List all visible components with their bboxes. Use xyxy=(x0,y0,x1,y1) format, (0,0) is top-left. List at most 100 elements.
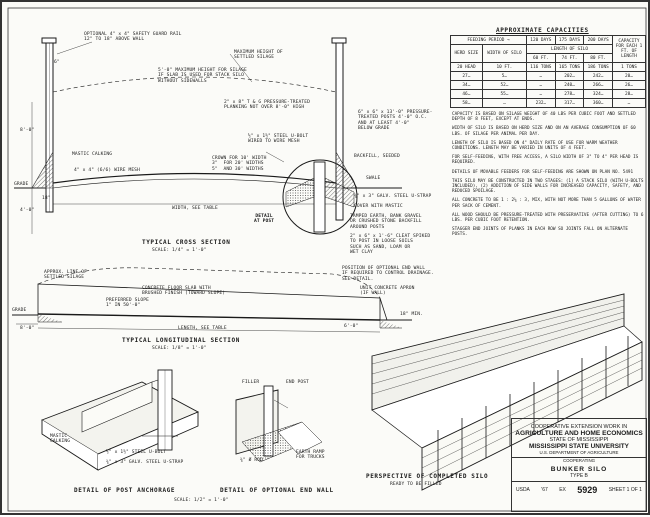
dim-long-18in: 18" MIN. xyxy=(400,312,423,317)
tb-line6: COOPERATING xyxy=(562,458,596,463)
post-anchorage-title: DETAIL OF POST ANCHORAGE xyxy=(74,487,176,494)
table-cell: … xyxy=(526,71,556,81)
table-cell: 55… xyxy=(481,89,528,99)
tb-line3: STATE OF MISSISSIPPI xyxy=(549,437,609,443)
note-item: THIS SILO MAY BE CONSTRUCTED IN TWO STAG… xyxy=(452,178,644,195)
tb-title: BUNKER SILO xyxy=(550,466,608,473)
label-grade: GRADE xyxy=(14,182,29,187)
header-herd-size: HERD SIZE xyxy=(450,44,483,63)
details-scale: SCALE: 1/2" = 1'-0" xyxy=(174,498,229,503)
label-planking: 2" x 8" T & G PRESSURE-TREATED PLANKING … xyxy=(224,100,310,111)
tb-line1: COOPERATIVE EXTENSION WORK IN xyxy=(530,424,628,430)
dim-4ft: 4'-0" xyxy=(20,208,35,213)
header-width: WIDTH OF SILO xyxy=(481,44,528,63)
label-anchor-mastic: MASTIC CALKING xyxy=(50,434,71,445)
header-74ft: 74 FT. xyxy=(554,53,585,63)
table-cell: 240… xyxy=(554,80,585,90)
table-cell: 1 TONS xyxy=(612,62,646,72)
dim-long-8ft: 8'-0" xyxy=(20,326,35,331)
note-item: CAPACITY IS BASED ON SILAGE WEIGHT OF 40… xyxy=(452,112,636,123)
title-block: COOPERATIVE EXTENSION WORK IN AGRICULTUR… xyxy=(511,418,647,512)
perspective-title: PERSPECTIVE OF COMPLETED SILO xyxy=(366,473,489,480)
label-max-height-slab: 5'-0" MAXIMUM HEIGHT FOR SILAGE IF SLAB … xyxy=(158,68,247,84)
table-cell: 186 TONS xyxy=(583,62,613,72)
tb-line5: U.S. DEPARTMENT OF AGRICULTURE xyxy=(512,450,646,458)
label-u-bolt: ½" x 1½" STEEL U-BOLT WIRED TO WIRE MESH xyxy=(248,134,309,145)
table-cell: 26… xyxy=(612,80,646,90)
table-header-row: HERD SIZE WIDTH OF SILO LENGTH OF SILO xyxy=(450,44,646,63)
table-cell: 165 TONS xyxy=(554,62,585,72)
header-days-3: 200 DAYS xyxy=(583,35,613,45)
perspective-drawing xyxy=(371,293,643,491)
label-anchor-u-strap: ¾" x 3" GALV. STEEL U-STRAP xyxy=(106,460,184,465)
label-anchor-u-bolt: ½" x 1½" STEEL U-BOLT xyxy=(106,450,167,455)
table-cell: 46… xyxy=(450,89,483,99)
label-swale: SWALE xyxy=(366,176,381,181)
table-cell: … xyxy=(526,80,556,90)
tb-plan-number: 5929 xyxy=(577,485,598,495)
label-mastic: MASTIC CALKING xyxy=(72,152,113,157)
label-filler: FILLER xyxy=(242,380,260,385)
table-cell: 10 FT. xyxy=(481,62,528,72)
tb-line4: MISSISSIPPI STATE UNIVERSITY xyxy=(529,443,629,450)
table-cell: 360… xyxy=(583,98,613,108)
label-approx-line: APPROX. LINE OF SETTLED SILAGE xyxy=(44,270,87,281)
tb-ex: EX xyxy=(559,487,566,493)
longitudinal-scale: SCALE: 1/8" = 1'-0" xyxy=(152,346,207,351)
table-cell: 116 TONS xyxy=(526,62,556,72)
tb-usda: USDA xyxy=(516,487,530,493)
label-slope: PREFERRED SLOPE 1" IN 50'-0" xyxy=(106,298,149,309)
note-item: DETAILS OF MOVABLE FEEDERS FOR SELF-FEED… xyxy=(452,169,634,175)
end-wall-drawing xyxy=(235,385,323,463)
table-cell: 28… xyxy=(612,89,646,99)
detail-at-post-label: DETAIL AT POST xyxy=(254,214,275,225)
tb-line2: AGRICULTURE AND HOME ECONOMICS xyxy=(515,430,643,437)
label-width: WIDTH, SEE TABLE xyxy=(172,206,218,211)
table-cell: … xyxy=(612,98,646,108)
header-days-1: 120 DAYS xyxy=(526,35,556,45)
table-cell: 278… xyxy=(554,89,585,99)
label-apron: UNIT CONCRETE APRON (IF WALL) xyxy=(360,286,415,297)
table-row: 58……232…317…360…… xyxy=(450,98,646,108)
table-header-row: FEEDING PERIOD → 120 DAYS 175 DAYS 200 D… xyxy=(449,35,646,63)
note-item: STAGGER END JOINTS OF PLANKS IN EACH ROW… xyxy=(452,227,628,238)
label-cleat: 2" x 6" x 1'-6" CLEAT SPIKED TO POST IN … xyxy=(350,234,431,256)
label-length: LENGTH, SEE TABLE xyxy=(178,326,227,331)
table-row: 27…5……202…242…20… xyxy=(450,71,646,81)
cross-section-title: TYPICAL CROSS SECTION xyxy=(142,239,231,246)
perspective-subtitle: READY TO BE FILLED xyxy=(390,482,442,487)
header-capacity: CAPACITY FOR EACH 1 FT. OF LENGTH xyxy=(612,35,646,63)
label-tamped: TAMPED EARTH, BANK GRAVEL OR CRUSHED STO… xyxy=(350,214,422,230)
table-cell: 266… xyxy=(583,80,613,90)
header-feeding-period: FEEDING PERIOD → xyxy=(449,35,528,45)
post-anchorage-drawing xyxy=(40,369,200,471)
tb-type: TYPE B xyxy=(512,473,646,482)
label-floor-slab: CONCRETE FLOOR SLAB WITH BRUSHED FINISH … xyxy=(142,286,226,297)
detail-at-post-drawing xyxy=(282,159,358,235)
table-cell: 27… xyxy=(450,71,483,81)
label-posts: 6" x 6" x 13'-0" PRESSURE- TREATED POSTS… xyxy=(358,110,433,132)
label-cover: COVER WITH MASTIC xyxy=(354,204,403,209)
table-cell: 34… xyxy=(450,80,483,90)
label-max-height: MAXIMUM HEIGHT OF SETTLED SILAGE xyxy=(234,50,283,61)
dim-long-6ft: 6'-0" xyxy=(344,324,359,329)
dim-6in: 6" xyxy=(54,60,60,65)
table-cell: … xyxy=(481,98,528,108)
label-guard-rail: OPTIONAL 4" x 4" SAFETY GUARD RAIL 12" T… xyxy=(84,32,182,43)
table-cell: 52… xyxy=(481,80,528,90)
tb-year: '67 xyxy=(541,487,548,493)
label-galv-strap: ¾" x 3" GALV. STEEL U-STRAP xyxy=(354,194,432,199)
header-days-2: 175 DAYS xyxy=(554,35,585,45)
table-cell: 20 HEAD xyxy=(450,62,483,72)
note-item: LENGTH OF SILO IS BASED ON 4" DAILY RATE… xyxy=(452,140,618,152)
table-cell: 202… xyxy=(554,71,585,81)
header-length: LENGTH OF SILO xyxy=(526,44,613,54)
note-item: FOR SELF-FEEDING, WITH FREE ACCESS, A SI… xyxy=(452,155,639,166)
cross-section-scale: SCALE: 1/4" = 1'-0" xyxy=(152,248,207,253)
header-60ft: 60 FT. xyxy=(526,53,556,63)
longitudinal-title: TYPICAL LONGITUDINAL SECTION xyxy=(122,337,240,344)
